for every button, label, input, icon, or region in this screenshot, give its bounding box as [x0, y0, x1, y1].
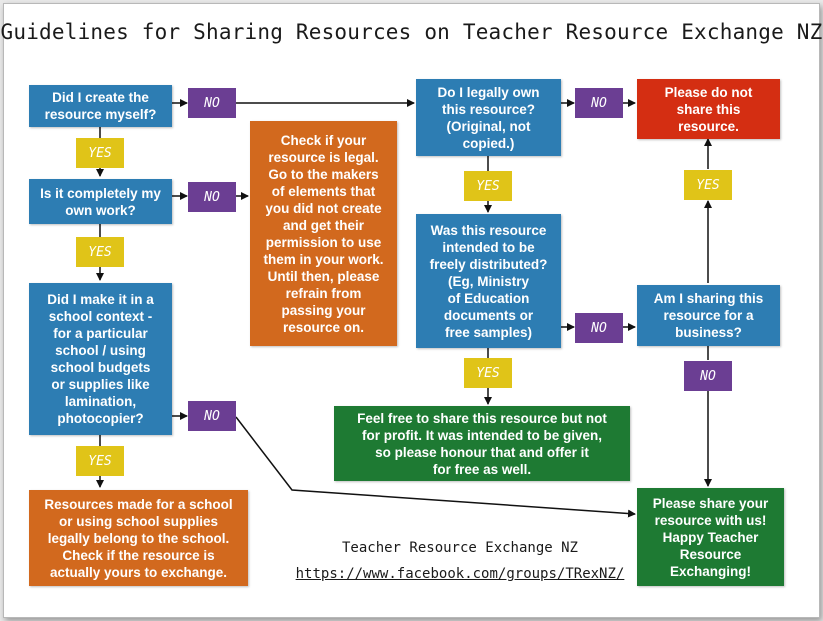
box-please-share: Please share your resource with us! Happ… [637, 488, 784, 586]
no-label: NO [575, 313, 623, 343]
box-do-not-share: Please do not share this resource. [637, 79, 780, 139]
box-free-not-for-profit: Feel free to share this resource but not… [334, 406, 630, 481]
box-business: Am I sharing this resource for a busines… [637, 285, 780, 346]
box-own-work: Is it completely my own work? [29, 179, 172, 224]
yes-label: YES [76, 446, 124, 476]
arrow-no-to-pleaseshare [235, 416, 636, 518]
box-legally-own: Do I legally own this resource? (Origina… [416, 79, 561, 156]
no-label: NO [188, 182, 236, 212]
box-create-myself: Did I create the resource myself? [29, 85, 172, 127]
yes-label: YES [464, 358, 512, 388]
no-label: NO [188, 88, 236, 118]
footer-group-link[interactable]: https://www.facebook.com/groups/TRexNZ/ [295, 566, 625, 582]
footer-group-name: Teacher Resource Exchange NZ [341, 540, 578, 556]
no-label: NO [188, 401, 236, 431]
page-title: Guidelines for Sharing Resources on Teac… [0, 20, 823, 44]
box-school-context: Did I make it in a school context - for … [29, 283, 172, 435]
box-check-legal: Check if your resource is legal. Go to t… [250, 121, 397, 346]
box-freely-distributed: Was this resource intended to be freely … [416, 214, 561, 348]
no-label: NO [684, 361, 732, 391]
yes-label: YES [76, 138, 124, 168]
no-label: NO [575, 88, 623, 118]
yes-label: YES [76, 237, 124, 267]
yes-label: YES [684, 170, 732, 200]
box-school-resources: Resources made for a school or using sch… [29, 490, 248, 586]
yes-label: YES [464, 171, 512, 201]
